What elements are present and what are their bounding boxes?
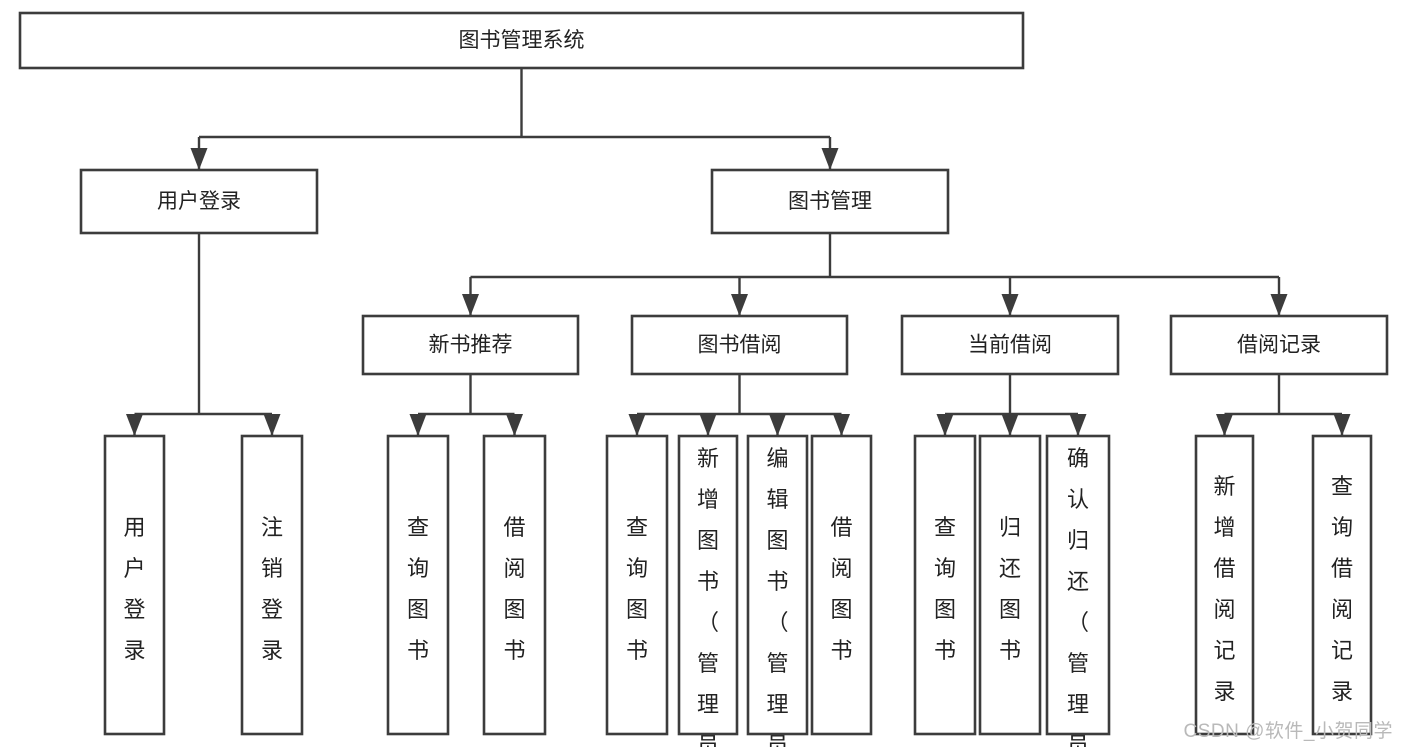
node-leaf-3[interactable]: 借阅图书 [482, 434, 547, 736]
node-leaf-7[interactable]: 借阅图书 [810, 434, 873, 736]
arrow-head-icon [1333, 414, 1351, 436]
node-rect-编辑图书管理员[interactable] [746, 434, 809, 736]
arrow-head-icon [1001, 414, 1019, 436]
node-leaf-5[interactable]: 新增图书（管理员） [677, 434, 739, 747]
arrow-head-icon [462, 294, 479, 316]
arrow-head-icon [409, 414, 427, 436]
node-label-查询图书: 查询图书 [407, 515, 429, 663]
node-rect-确认归还管理员[interactable] [1045, 434, 1111, 736]
node-label-借阅记录: 借阅记录 [1237, 334, 1321, 357]
node-level2-1[interactable]: 图书管理 [710, 168, 950, 235]
node-label-用户登录: 用户登录 [157, 190, 241, 213]
node-level3-0[interactable]: 新书推荐 [361, 314, 580, 376]
node-label-图书借阅: 图书借阅 [698, 334, 782, 357]
node-rect-借阅图书[interactable] [810, 434, 873, 736]
node-leaf-2[interactable]: 查询图书 [386, 434, 450, 736]
node-rect-归还图书[interactable] [978, 434, 1042, 736]
node-leaf-9[interactable]: 归还图书 [978, 434, 1042, 736]
node-rect-当前借阅[interactable] [900, 314, 1120, 376]
node-level3-1[interactable]: 图书借阅 [630, 314, 849, 376]
node-label-编辑图书管理员: 编辑图书（管理员） [766, 446, 788, 747]
arrow-head-icon [1270, 294, 1288, 316]
node-leaf-10[interactable]: 确认归还（管理员） [1045, 434, 1111, 747]
node-level2-0[interactable]: 用户登录 [79, 168, 319, 235]
node-rect-新增图书管理员[interactable] [677, 434, 739, 736]
node-label-查询图书: 查询图书 [934, 515, 956, 663]
node-rect-图书借阅[interactable] [630, 314, 849, 376]
node-rect-用户登录[interactable] [79, 168, 319, 235]
node-label-借阅图书: 借阅图书 [830, 515, 852, 663]
node-rect-新书推荐[interactable] [361, 314, 580, 376]
node-label-新增图书管理员: 新增图书（管理员） [697, 446, 719, 747]
node-leaf-4[interactable]: 查询图书 [605, 434, 669, 736]
node-leaf-11[interactable]: 新增借阅记录 [1194, 434, 1255, 736]
arrow-head-icon [1069, 414, 1087, 436]
node-level3-2[interactable]: 当前借阅 [900, 314, 1120, 376]
node-rect-查询图书[interactable] [913, 434, 977, 736]
node-leaf-12[interactable]: 查询借阅记录 [1311, 434, 1373, 736]
node-label-新书推荐: 新书推荐 [429, 334, 513, 357]
arrow-head-icon [821, 148, 839, 170]
arrow-head-icon [263, 414, 281, 436]
node-rect-查询图书[interactable] [605, 434, 669, 736]
arrow-head-icon [1001, 294, 1019, 316]
node-leaf-1[interactable]: 注销登录 [240, 434, 304, 736]
node-label-当前借阅: 当前借阅 [968, 334, 1052, 357]
arrow-head-icon [190, 148, 208, 170]
node-label-图书管理: 图书管理 [788, 190, 872, 213]
node-rect-新增借阅记录[interactable] [1194, 434, 1255, 736]
connector-lines [126, 68, 1351, 436]
arrow-head-icon [769, 414, 786, 436]
node-label-借阅图书: 借阅图书 [503, 515, 525, 663]
node-label-注销登录: 注销登录 [261, 515, 283, 663]
arrow-head-icon [731, 294, 748, 316]
arrow-head-icon [1216, 414, 1233, 436]
node-label-查询图书: 查询图书 [626, 515, 648, 663]
node-boxes: 图书管理系统用户登录图书管理新书推荐图书借阅当前借阅借阅记录用户登录注销登录查询… [18, 11, 1389, 747]
node-level3-3[interactable]: 借阅记录 [1169, 314, 1389, 376]
node-rect-查询借阅记录[interactable] [1311, 434, 1373, 736]
node-rect-图书管理[interactable] [710, 168, 950, 235]
node-rect-查询图书[interactable] [386, 434, 450, 736]
arrow-head-icon [833, 414, 850, 436]
node-label-确认归还管理员: 确认归还（管理员） [1067, 446, 1089, 747]
node-rect-注销登录[interactable] [240, 434, 304, 736]
node-root-0[interactable]: 图书管理系统 [18, 11, 1025, 70]
arrow-head-icon [628, 414, 646, 436]
node-label-查询借阅记录: 查询借阅记录 [1331, 474, 1353, 704]
node-label-归还图书: 归还图书 [999, 515, 1021, 663]
node-rect-用户登录[interactable] [103, 434, 166, 736]
arrow-head-icon [699, 414, 717, 436]
node-rect-图书管理系统[interactable] [18, 11, 1025, 70]
arrow-head-icon [506, 414, 523, 436]
node-leaf-0[interactable]: 用户登录 [103, 434, 166, 736]
node-label-新增借阅记录: 新增借阅记录 [1213, 474, 1235, 704]
node-rect-借阅图书[interactable] [482, 434, 547, 736]
node-leaf-6[interactable]: 编辑图书（管理员） [746, 434, 809, 747]
node-label-用户登录: 用户登录 [123, 515, 145, 663]
arrow-head-icon [126, 414, 143, 436]
node-label-图书管理系统: 图书管理系统 [459, 29, 585, 52]
node-rect-借阅记录[interactable] [1169, 314, 1389, 376]
node-leaf-8[interactable]: 查询图书 [913, 434, 977, 736]
arrow-head-icon [936, 414, 954, 436]
